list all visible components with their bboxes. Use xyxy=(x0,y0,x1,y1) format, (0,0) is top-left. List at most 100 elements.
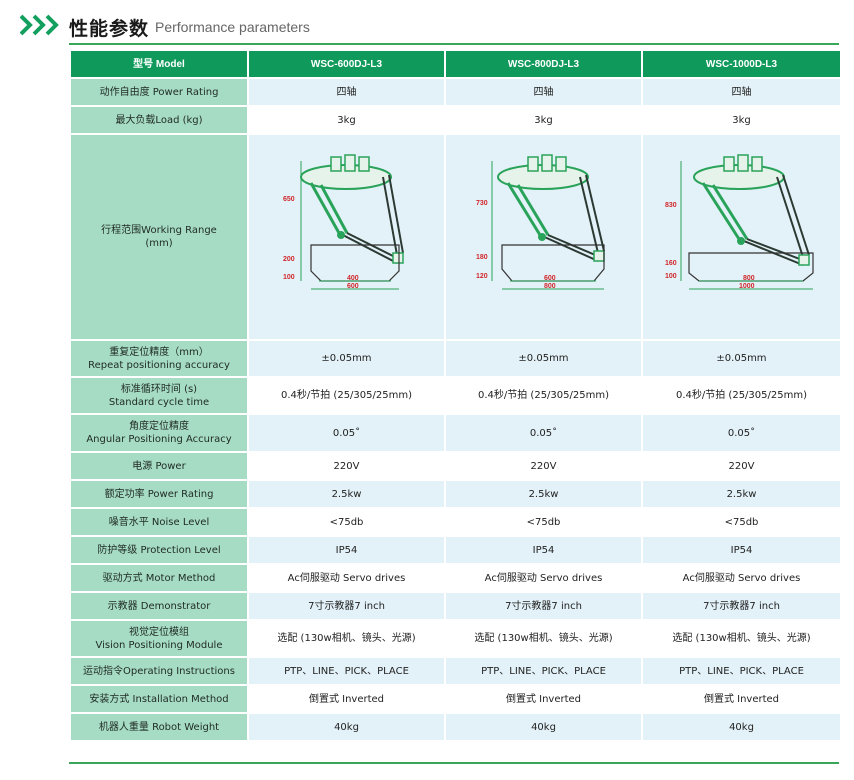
cell-value: 2.5kw xyxy=(249,481,444,507)
cell-value: IP54 xyxy=(446,537,641,563)
table-row: 重复定位精度（mm） Repeat positioning accuracy ±… xyxy=(71,341,840,376)
cell-value: 0.05˚ xyxy=(446,415,641,451)
cell-value: 四轴 xyxy=(643,79,840,105)
cell-value: 2.5kw xyxy=(446,481,641,507)
low-label: 120 xyxy=(476,273,488,280)
cell-value: 3kg xyxy=(249,107,444,133)
cell-value: 40kg xyxy=(446,714,641,740)
cell-value: PTP、LINE、PICK、PLACE xyxy=(249,658,444,684)
page-subtitle: Performance parameters xyxy=(155,19,310,35)
working-range-diagram: 830 160 100 800 1000 xyxy=(665,154,814,290)
cell-value: 220V xyxy=(446,453,641,479)
row-label-line: 视觉定位模组 xyxy=(129,626,189,638)
inner-width-label: 800 xyxy=(743,275,755,282)
cell-value: IP54 xyxy=(643,537,840,563)
table-row: 动作自由度 Power Rating 四轴 四轴 四轴 xyxy=(71,79,840,105)
model-header: WSC-1000D-L3 xyxy=(643,51,840,77)
delta-robot-icon xyxy=(693,154,810,266)
row-label-line: 标准循环时间 (s) xyxy=(120,383,198,395)
cell-value: PTP、LINE、PICK、PLACE xyxy=(643,658,840,684)
cell-value: 四轴 xyxy=(446,79,641,105)
row-label: 噪音水平 Noise Level xyxy=(71,509,247,535)
row-label-line: Vision Positioning Module xyxy=(95,639,223,651)
height-label: 650 xyxy=(283,196,295,203)
row-label: 电源 Power xyxy=(71,453,247,479)
row-label: 视觉定位模组 Vision Positioning Module xyxy=(71,621,247,656)
cell-value: 40kg xyxy=(643,714,840,740)
table-row: 最大负载Load (kg) 3kg 3kg 3kg xyxy=(71,107,840,133)
low-label: 100 xyxy=(665,273,677,280)
cell-value: IP54 xyxy=(249,537,444,563)
cell-value: 220V xyxy=(249,453,444,479)
row-label-line: Repeat positioning accuracy xyxy=(88,359,230,371)
cell-value: ±0.05mm xyxy=(249,341,444,376)
row-label: 驱动方式 Motor Method xyxy=(71,565,247,591)
row-label: 行程范围Working Range (mm) xyxy=(71,135,247,339)
working-range-diagram-cell: 730 180 120 600 800 xyxy=(446,135,641,339)
working-range-diagram-cell: 650 200 100 400 600 xyxy=(249,135,444,339)
row-label-line: 角度定位精度 xyxy=(129,421,189,432)
cell-value: 选配 (130w相机、镜头、光源) xyxy=(446,621,641,656)
table-row-working-range: 行程范围Working Range (mm) xyxy=(71,135,840,339)
table-header-row: 型号 Model WSC-600DJ-L3 WSC-800DJ-L3 WSC-1… xyxy=(71,51,840,77)
outer-width-label: 800 xyxy=(544,283,556,290)
working-range-diagram: 730 180 120 600 800 xyxy=(476,154,605,290)
table-row: 角度定位精度 Angular Positioning Accuracy 0.05… xyxy=(71,415,840,451)
cell-value: Ac伺服驱动 Servo drives xyxy=(249,565,444,591)
row-label-line: (mm) xyxy=(145,238,173,249)
table-row: 标准循环时间 (s) Standard cycle time 0.4秒/节拍 (… xyxy=(71,378,840,413)
chevron-right-icon xyxy=(20,14,59,36)
row-label: 示教器 Demonstrator xyxy=(71,593,247,619)
inner-width-label: 600 xyxy=(544,275,556,282)
cell-value: 选配 (130w相机、镜头、光源) xyxy=(249,621,444,656)
cell-value: Ac伺服驱动 Servo drives xyxy=(446,565,641,591)
mid-label: 160 xyxy=(665,260,677,267)
footer-divider xyxy=(69,762,839,764)
working-range-diagram: 650 200 100 400 600 xyxy=(283,154,404,290)
cell-value: 倒置式 Inverted xyxy=(249,686,444,712)
table-row: 防护等级 Protection Level IP54 IP54 IP54 xyxy=(71,537,840,563)
cell-value: 3kg xyxy=(446,107,641,133)
cell-value: 220V xyxy=(643,453,840,479)
height-label: 830 xyxy=(665,202,677,209)
outer-width-label: 600 xyxy=(347,283,359,290)
outer-width-label: 1000 xyxy=(739,283,755,290)
row-label: 标准循环时间 (s) Standard cycle time xyxy=(71,378,247,413)
cell-value: 0.4秒/节拍 (25/305/25mm) xyxy=(446,378,641,413)
section-header: 性能参数 Performance parameters xyxy=(0,8,854,44)
table-row: 电源 Power 220V 220V 220V xyxy=(71,453,840,479)
cell-value: PTP、LINE、PICK、PLACE xyxy=(446,658,641,684)
row-label: 额定功率 Power Rating xyxy=(71,481,247,507)
row-label-line: 行程范围Working Range xyxy=(101,225,217,236)
table-row: 运动指令Operating Instructions PTP、LINE、PICK… xyxy=(71,658,840,684)
delta-robot-icon xyxy=(300,154,404,264)
row-label-line: Standard cycle time xyxy=(108,396,210,408)
row-label: 最大负载Load (kg) xyxy=(71,107,247,133)
row-label: 安装方式 Installation Method xyxy=(71,686,247,712)
cell-value: 2.5kw xyxy=(643,481,840,507)
cell-value: 7寸示教器7 inch xyxy=(643,593,840,619)
cell-value: 倒置式 Inverted xyxy=(446,686,641,712)
model-header: WSC-800DJ-L3 xyxy=(446,51,641,77)
table-row: 驱动方式 Motor Method Ac伺服驱动 Servo drives Ac… xyxy=(71,565,840,591)
cell-value: 0.05˚ xyxy=(643,415,840,451)
model-header: WSC-600DJ-L3 xyxy=(249,51,444,77)
label-header: 型号 Model xyxy=(71,51,247,77)
row-label: 运动指令Operating Instructions xyxy=(71,658,247,684)
row-label: 机器人重量 Robot Weight xyxy=(71,714,247,740)
cell-value: <75db xyxy=(249,509,444,535)
table-row: 视觉定位模组 Vision Positioning Module 选配 (130… xyxy=(71,621,840,656)
row-label: 防护等级 Protection Level xyxy=(71,537,247,563)
delta-robot-icon xyxy=(497,154,605,262)
table-row: 示教器 Demonstrator 7寸示教器7 inch 7寸示教器7 inch… xyxy=(71,593,840,619)
row-label: 重复定位精度（mm） Repeat positioning accuracy xyxy=(71,341,247,376)
cell-value: ±0.05mm xyxy=(446,341,641,376)
performance-table: 型号 Model WSC-600DJ-L3 WSC-800DJ-L3 WSC-1… xyxy=(69,49,842,742)
table-row: 额定功率 Power Rating 2.5kw 2.5kw 2.5kw xyxy=(71,481,840,507)
table-row: 噪音水平 Noise Level <75db <75db <75db xyxy=(71,509,840,535)
table-row: 安装方式 Installation Method 倒置式 Inverted 倒置… xyxy=(71,686,840,712)
cell-value: 7寸示教器7 inch xyxy=(446,593,641,619)
cell-value: 选配 (130w相机、镜头、光源) xyxy=(643,621,840,656)
cell-value: 0.05˚ xyxy=(249,415,444,451)
cell-value: 40kg xyxy=(249,714,444,740)
